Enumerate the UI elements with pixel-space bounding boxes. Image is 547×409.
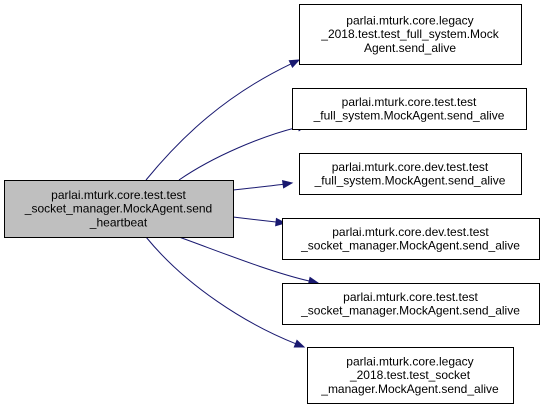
target-node-3-box [299, 153, 522, 195]
source-node-label-line: _socket_manager.MockAgent.send [24, 202, 212, 216]
edge-1-arrowhead [288, 59, 301, 69]
source-node-label-line: _heartbeat [89, 215, 148, 229]
source-node-label-line: parlai.mturk.core.test.test [51, 188, 186, 202]
target-node-3[interactable]: parlai.mturk.core.dev.test.test_full_sys… [299, 153, 522, 195]
target-node-5[interactable]: parlai.mturk.core.test.test_socket_manag… [282, 283, 540, 325]
target-node-5-label-line: parlai.mturk.core.test.test [343, 290, 478, 304]
target-node-1[interactable]: parlai.mturk.core.legacy_2018.test.test_… [299, 4, 522, 65]
edge-4-arrowhead [275, 217, 287, 227]
target-node-1-label-line: parlai.mturk.core.legacy [346, 14, 473, 28]
target-node-6-box [307, 347, 514, 404]
edge-1 [145, 63, 292, 181]
target-node-6[interactable]: parlai.mturk.core.legacy_2018.test.test_… [307, 347, 514, 404]
source-node[interactable]: parlai.mturk.core.test.test_socket_manag… [4, 180, 234, 238]
edge-2 [178, 126, 299, 181]
target-node-2-label-line: _full_system.MockAgent.send_alive [313, 109, 505, 123]
target-node-1-label-line: _2018.test.test_full_system.Mock [320, 27, 499, 41]
edge-4 [232, 216, 277, 223]
edge-3-arrowhead [281, 180, 294, 189]
target-node-1-box [299, 4, 522, 65]
target-node-6-label-line: parlai.mturk.core.legacy [346, 355, 473, 369]
target-node-6-label-line: _manager.MockAgent.send_alive [320, 382, 499, 396]
edge-5 [178, 236, 310, 282]
target-node-2-box [292, 88, 527, 130]
target-node-1-label-line: Agent.send_alive [364, 41, 456, 55]
target-node-3-label-line: _full_system.MockAgent.send_alive [314, 174, 506, 188]
target-node-5-label-line: _socket_manager.MockAgent.send_alive [300, 304, 520, 318]
edge-6 [145, 236, 296, 345]
target-node-4[interactable]: parlai.mturk.core.dev.test.test_socket_m… [282, 218, 540, 260]
target-node-2-label-line: parlai.mturk.core.test.test [342, 95, 477, 109]
source-node-box [4, 180, 234, 238]
target-node-2[interactable]: parlai.mturk.core.test.test_full_system.… [292, 88, 527, 130]
edge-3 [232, 183, 284, 191]
target-node-4-box [282, 218, 540, 260]
nodes: parlai.mturk.core.test.test_socket_manag… [4, 4, 540, 404]
edge-6-arrowhead [293, 339, 306, 348]
target-node-6-label-line: _2018.test.test_socket [349, 368, 471, 382]
target-node-4-label-line: parlai.mturk.core.dev.test.test [332, 225, 489, 239]
target-node-4-label-line: _socket_manager.MockAgent.send_alive [300, 239, 520, 253]
target-node-3-label-line: parlai.mturk.core.dev.test.test [332, 160, 489, 174]
target-node-5-box [282, 283, 540, 325]
